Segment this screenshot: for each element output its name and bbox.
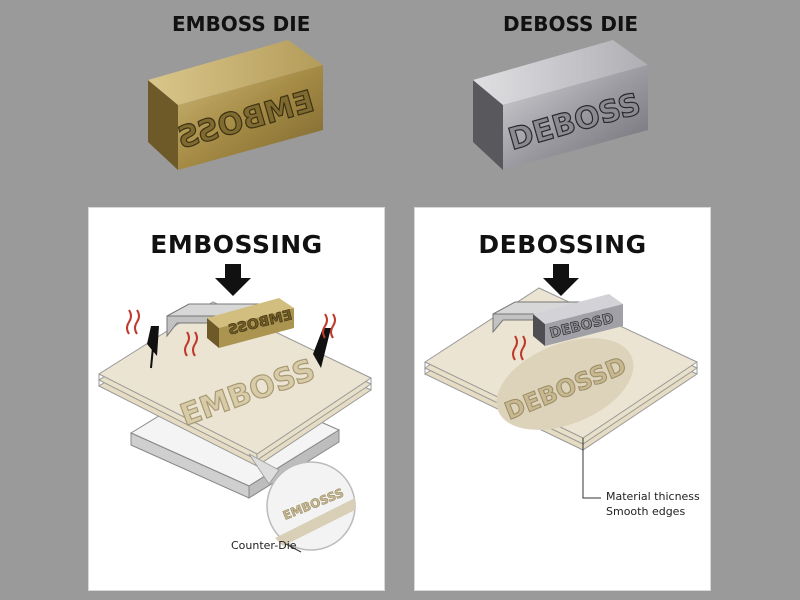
die-top-face (473, 40, 648, 105)
debossing-panel: DEBOSSD DEBOSD DEBOSSING Material thicne… (414, 207, 711, 591)
embossing-diagram: EMBOSS EMBOSS EMBOSSS (97, 264, 373, 553)
die-front-face (503, 65, 648, 170)
emboss-die-title: EMBOSS DIE (172, 12, 311, 36)
pointer-arrow-icon (313, 328, 331, 368)
debossing-diagram: DEBOSSD DEBOSD (423, 264, 699, 499)
material-note: Material thicness Smooth edges (606, 489, 700, 519)
die-side-face (148, 80, 178, 170)
material-note-line1: Material thicness (606, 490, 700, 503)
embossing-title: EMBOSSING (150, 230, 323, 259)
material-note-leader (582, 438, 601, 499)
embossing-panel: EMBOSS EMBOSS EMBOSSS EMBOSSING C (88, 207, 385, 591)
die-side-face (473, 80, 503, 170)
material-note-line2: Smooth edges (606, 505, 686, 518)
press-arrow-icon (543, 264, 579, 296)
die-top-face (148, 40, 323, 105)
die-front-face (545, 304, 623, 346)
deboss-depression (496, 338, 634, 430)
heat-icon (126, 309, 336, 357)
heat-icon (512, 335, 526, 361)
emboss-die-illustration: EMBOSS (148, 40, 323, 170)
counter-die-label: Counter-Die (231, 539, 297, 552)
die-front-face (178, 65, 323, 170)
press-arrow-icon (215, 264, 251, 296)
deboss-die-title: DEBOSS DIE (503, 12, 639, 36)
debossing-title: DEBOSSING (478, 230, 647, 259)
die-top-face (207, 298, 294, 328)
die-front-face (219, 308, 294, 348)
deboss-die-illustration: DEBOSS (473, 40, 648, 170)
die-top-face (533, 294, 623, 324)
die-side-face (533, 314, 545, 346)
counter-die-leader (285, 543, 302, 553)
magnifier-pointer (248, 453, 280, 485)
magnifier-paper-edge (275, 498, 355, 546)
